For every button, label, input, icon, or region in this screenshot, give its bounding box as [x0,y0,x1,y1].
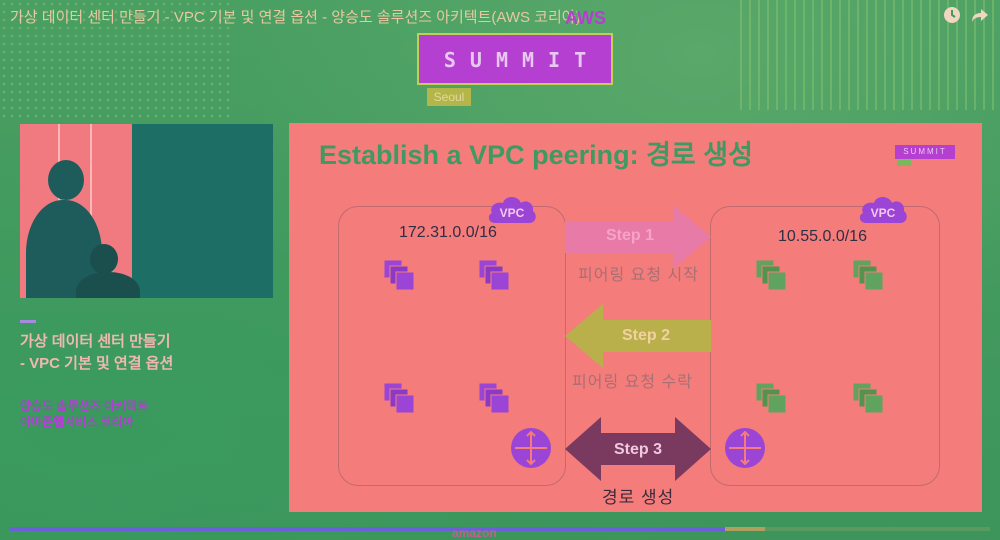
right-vpc-badge: VPC [871,206,896,220]
step3-caption: 경로 생성 [602,488,675,507]
step1-arrow [565,205,711,269]
stage-light-line [90,124,92,298]
share-arrow-icon[interactable] [970,6,990,26]
video-buffer-fill [725,527,765,531]
ec2-instance-icon [755,382,787,414]
presentation-slide: Establish a VPC peering: 경로 생성 SUMMIT VP… [289,123,982,512]
step3-label: Step 3 [613,441,662,458]
step1-caption: 피어링 요청 시작 [578,267,699,284]
session-title-line1: 가상 데이터 센터 만들기 [20,333,171,350]
ec2-instance-icon [478,382,510,414]
vpc-cloud-icon: VPC [859,197,907,223]
step3-arrow [565,417,711,481]
ec2-instance-icon [852,382,884,414]
step2-arrow [565,304,711,368]
speaker-name: 양승도 솔루션즈 아키텍트 [20,399,149,413]
step1-label: Step 1 [605,227,654,244]
right-vpc-cidr: 10.55.0.0/16 [778,228,867,245]
person-silhouette [76,272,140,298]
ec2-instance-icon [478,259,510,291]
vpc-cloud-icon: VPC [488,197,536,223]
video-progress-bar[interactable] [10,527,990,531]
slide-heading: Establish a VPC peering: 경로 생성 [319,140,753,170]
sidebar-divider [20,320,36,323]
amazon-logo: amazon [452,526,497,540]
left-vpc-badge: VPC [500,206,525,220]
summit-logo-text: SUMMIT [443,48,601,72]
left-vpc-cidr: 172.31.0.0/16 [399,224,497,241]
city-tag: Seoul [427,88,471,106]
summit-logo: SUMMIT [417,33,613,85]
clock-icon[interactable] [942,6,962,26]
speaker-info: 양승도 솔루션즈 아키텍트 아마존웹서비스 코리아 [20,398,148,430]
ec2-instance-icon [852,259,884,291]
speaker-company: 아마존웹서비스 코리아 [20,415,134,429]
session-title: 가상 데이터 센터 만들기 - VPC 기본 및 연결 옵션 [20,331,173,375]
video-title[interactable]: 가상 데이터 센터 만들기 - VPC 기본 및 연결 옵션 - 양승도 솔루션… [10,9,581,26]
mini-summit-logo: SUMMIT [895,145,955,159]
aws-logo-text: AWS [565,8,607,28]
left-vpc-box [338,206,566,486]
mini-summit-tag [897,160,911,166]
person-head [90,244,118,274]
ec2-instance-icon [383,382,415,414]
router-icon [725,428,765,468]
video-title-bar: 가상 데이터 센터 만들기 - VPC 기본 및 연결 옵션 - 양승도 솔루션… [0,0,1000,32]
speaker-video[interactable] [20,124,273,298]
ec2-instance-icon [755,259,787,291]
video-progress-fill [10,527,726,531]
step2-caption: 피어링 요청 수락 [572,374,693,391]
person-head [48,160,84,200]
session-title-line2: - VPC 기본 및 연결 옵션 [20,355,174,372]
ec2-instance-icon [383,259,415,291]
background-dots-left [0,0,230,120]
router-icon [511,428,551,468]
step2-label: Step 2 [621,327,670,344]
